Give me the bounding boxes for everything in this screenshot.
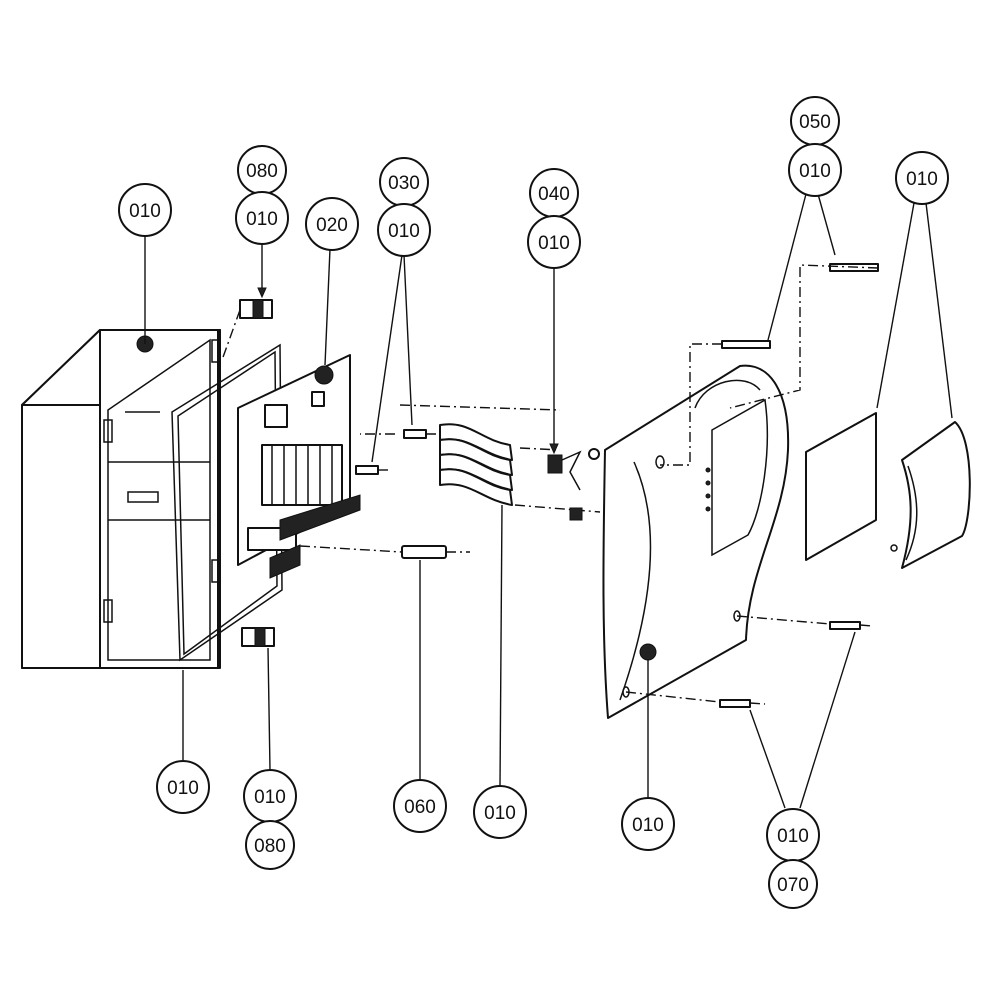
callout-screw: 030 010 xyxy=(377,157,431,257)
reference-dot xyxy=(639,643,657,661)
callout-ribbon: 010 xyxy=(473,785,527,839)
hinged-door xyxy=(890,421,971,569)
callout-box-main: 010 xyxy=(118,183,172,237)
front-cover xyxy=(602,364,790,719)
svg-text:080: 080 xyxy=(254,836,286,857)
fuse xyxy=(299,545,470,559)
callout-terminal: 040 010 xyxy=(527,168,581,269)
callout-wall-screw: 050 010 xyxy=(788,96,842,197)
circuit-board xyxy=(237,354,361,579)
clip-bottom xyxy=(241,627,275,647)
svg-text:010: 010 xyxy=(632,815,664,836)
board-screw-lower xyxy=(355,465,390,475)
svg-text:050: 050 xyxy=(799,112,831,133)
enclosure-box xyxy=(21,329,221,669)
callout-clip-top: 080 010 xyxy=(235,145,289,245)
panel-block xyxy=(805,412,877,561)
svg-text:010: 010 xyxy=(799,161,831,182)
callout-panel-cover: 010 xyxy=(895,151,949,205)
svg-text:010: 010 xyxy=(484,803,516,824)
callout-bottom-screws: 010 070 xyxy=(766,808,820,909)
svg-text:010: 010 xyxy=(254,787,286,808)
callout-board: 020 xyxy=(305,197,359,251)
svg-text:070: 070 xyxy=(777,875,809,896)
callout-gasket: 010 xyxy=(156,760,210,814)
svg-text:010: 010 xyxy=(777,826,809,847)
bottom-screws xyxy=(625,615,873,708)
svg-text:010: 010 xyxy=(129,201,161,222)
svg-text:010: 010 xyxy=(246,209,278,230)
svg-text:020: 020 xyxy=(316,215,348,236)
callout-fuse: 060 xyxy=(393,779,447,833)
wall-screws-top xyxy=(660,263,879,466)
gasket xyxy=(171,343,283,662)
board-screw-upper xyxy=(360,429,445,439)
svg-text:010: 010 xyxy=(906,169,938,190)
svg-text:010: 010 xyxy=(388,221,420,242)
ribbon-cable xyxy=(399,404,601,513)
svg-text:060: 060 xyxy=(404,797,436,818)
svg-text:040: 040 xyxy=(538,184,570,205)
callout-front-cover: 010 xyxy=(621,797,675,851)
leader-lines xyxy=(144,193,953,809)
svg-text:080: 080 xyxy=(246,161,278,182)
svg-text:010: 010 xyxy=(167,778,199,799)
svg-text:030: 030 xyxy=(388,173,420,194)
svg-text:010: 010 xyxy=(538,233,570,254)
clip-top xyxy=(221,299,273,361)
terminal-block xyxy=(519,447,600,521)
callout-clip-bottom: 010 080 xyxy=(243,769,297,870)
